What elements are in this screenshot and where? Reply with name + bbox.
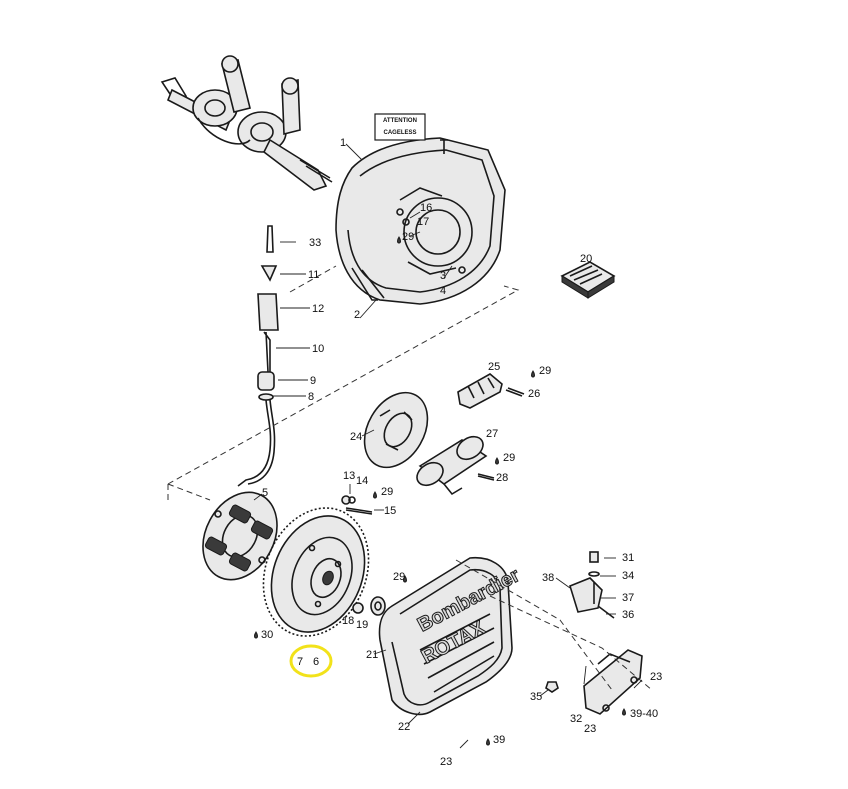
callout-36: 36 (622, 609, 634, 621)
callout-5: 5 (262, 487, 268, 499)
callout-32: 32 (570, 713, 582, 725)
callout-9: 9 (310, 375, 316, 387)
callout-14: 14 (356, 475, 368, 487)
callout-25: 25 (488, 361, 500, 373)
callout-23c: 23 (440, 756, 452, 768)
decal-module-20 (560, 261, 616, 299)
gear-assembly-27 (416, 435, 488, 496)
callout-39: 39 (493, 734, 505, 746)
crankcase-housing (335, 137, 506, 305)
callout-34: 34 (622, 570, 634, 582)
attention-notice-sticker: ATTENTION CAGELESS (374, 113, 426, 141)
callout-8: 8 (308, 391, 314, 403)
highlight-ring (289, 644, 333, 678)
callout-24: 24 (350, 431, 362, 443)
callout-29e: 29 (393, 571, 405, 583)
callout-30: 30 (261, 629, 273, 641)
callout-13: 13 (343, 470, 355, 482)
callout-labels: 1 2 3 4 5 6 7 8 9 10 11 12 13 14 15 16 1… (261, 137, 662, 768)
flywheel-ring-gear (262, 507, 370, 637)
crankshaft (160, 55, 333, 191)
callout-35: 35 (530, 691, 542, 703)
callout-7: 7 (297, 656, 303, 668)
callout-39-40: 39-40 (630, 708, 658, 720)
callout-29a: 29 (539, 365, 551, 377)
callout-3: 3 (440, 270, 446, 282)
drop-markers (254, 236, 626, 746)
callout-6: 6 (313, 656, 319, 668)
callout-12: 12 (312, 303, 324, 315)
callout-26: 26 (528, 388, 540, 400)
callout-2: 2 (354, 309, 360, 321)
mount-hardware (588, 551, 600, 604)
callout-28: 28 (496, 472, 508, 484)
callout-37: 37 (622, 592, 634, 604)
callout-23a: 23 (650, 671, 662, 683)
bolts (477, 387, 525, 481)
callout-19: 19 (356, 619, 368, 631)
callout-29c: 29 (381, 486, 393, 498)
exhaust-bracket (583, 649, 643, 715)
alignment-lines (167, 265, 653, 691)
nut-35 (545, 681, 559, 693)
leader-lines (253, 143, 643, 749)
callout-16: 16 (420, 202, 432, 214)
callout-18: 18 (342, 615, 354, 627)
callout-23b: 23 (584, 723, 596, 735)
callout-22: 22 (398, 721, 410, 733)
callout-31: 31 (622, 552, 634, 564)
notice-line-1: ATTENTION (383, 118, 417, 124)
callout-38: 38 (542, 572, 554, 584)
callout-10: 10 (312, 343, 324, 355)
callout-29d: 29 (402, 231, 414, 243)
callout-15: 15 (384, 505, 396, 517)
callout-33: 33 (309, 237, 321, 249)
callout-4: 4 (440, 285, 446, 297)
callout-29b: 29 (503, 452, 515, 464)
callout-11: 11 (308, 269, 319, 281)
sensor-assembly (237, 225, 279, 487)
notice-line-3: CAGELESS (383, 130, 416, 136)
callout-27: 27 (486, 428, 498, 440)
magneto-cover: Bombardier ROTAX (378, 557, 524, 716)
bracket-25 (457, 373, 503, 409)
stator (202, 491, 278, 581)
callout-1: 1 (340, 137, 346, 149)
callout-20: 20 (580, 253, 592, 265)
callout-21: 21 (366, 649, 378, 661)
flywheel-hardware (341, 495, 386, 616)
rotor-plate-24 (363, 391, 429, 469)
callout-17: 17 (417, 216, 429, 228)
